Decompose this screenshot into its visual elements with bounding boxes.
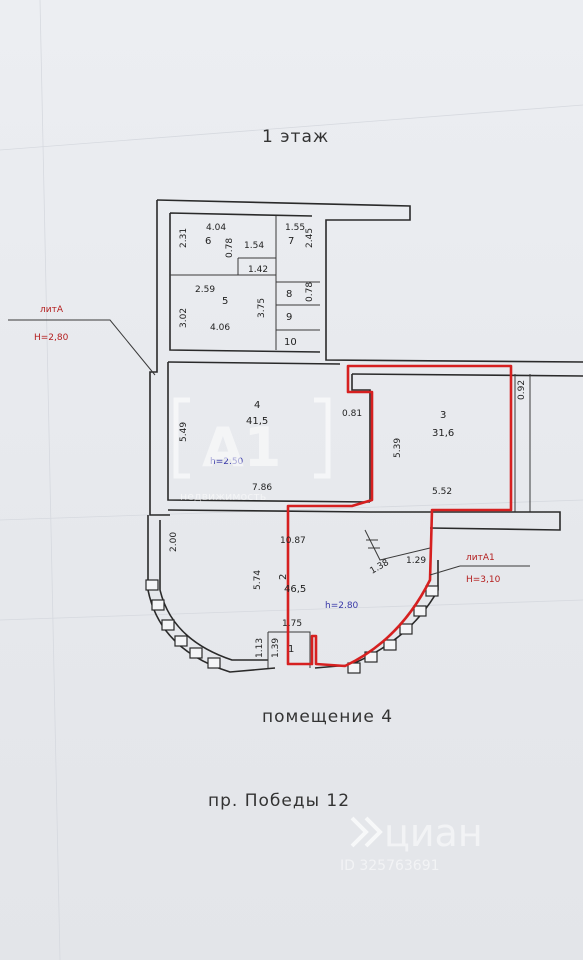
room-2-height: h=2.80 (325, 601, 359, 611)
dim-2-00: 2.00 (169, 532, 179, 552)
room-10-number: 10 (284, 337, 297, 348)
dim-1-29: 1.29 (406, 556, 426, 566)
dim-5-52: 5.52 (432, 487, 452, 497)
lit-a1-leader (429, 565, 530, 576)
dim-1-54: 1.54 (244, 241, 264, 251)
dim-5-39: 5.39 (393, 438, 403, 458)
a1-watermark-subtitle: недвижимость (180, 490, 266, 503)
room-labels: 6 7 5 8 9 10 4 41,5 h=2.50 3 31,6 2 46,5… (205, 236, 454, 655)
dim-7-86: 7.86 (252, 483, 272, 493)
room-4-area: 41,5 (246, 416, 268, 427)
cian-watermark: циан ID 325763691 (340, 811, 483, 874)
room-3-area: 31,6 (432, 428, 454, 439)
room-9-number: 9 (286, 312, 292, 323)
lit-a-height: H=2,80 (34, 333, 69, 343)
dim-10-87: 10.87 (280, 536, 306, 546)
address-caption: пр. Победы 12 (208, 791, 350, 811)
dim-4-06: 4.06 (210, 323, 230, 333)
room-7-number: 7 (288, 236, 294, 247)
dim-2-31: 2.31 (179, 228, 189, 248)
walls-lit-a1 (145, 515, 439, 674)
cian-logo-icon (350, 816, 383, 848)
dim-2-45: 2.45 (305, 228, 315, 248)
cian-watermark-logo: циан (384, 811, 483, 855)
dim-3-02: 3.02 (179, 308, 189, 328)
dim-1-42: 1.42 (248, 265, 268, 275)
dim-1-39: 1.39 (271, 638, 281, 658)
dim-0-81: 0.81 (342, 409, 362, 419)
dim-1-75: 1.75 (282, 619, 302, 629)
lit-a-leader (8, 319, 156, 376)
dim-3-75: 3.75 (257, 298, 267, 318)
room-1-number: 1 (288, 644, 294, 655)
floor-title: 1 этаж (262, 127, 329, 147)
lit-a-label: литА (40, 305, 64, 315)
premises-caption: помещение 4 (262, 707, 393, 727)
room-2-number: 2 (278, 574, 289, 580)
room-4-number: 4 (254, 400, 260, 411)
walls-lit-a (149, 199, 583, 531)
room-2-area: 46,5 (284, 584, 306, 595)
room-3-number: 3 (440, 410, 446, 421)
lit-a1-label: литА1 (466, 553, 495, 563)
a1-watermark: A1 недвижимость (173, 397, 331, 503)
dim-5-49: 5.49 (179, 422, 189, 442)
room-6-number: 6 (205, 236, 211, 247)
room-8-number: 8 (286, 289, 292, 300)
dimension-labels: 4.04 2.31 0.78 1.54 1.55 2.45 1.42 2.59 … (169, 223, 527, 658)
dim-4-04: 4.04 (206, 223, 226, 233)
a1-watermark-logo: A1 (202, 416, 281, 479)
room-4-height: h=2.50 (210, 457, 244, 467)
dim-1-38: 1.38 (369, 558, 392, 577)
dim-1-55: 1.55 (285, 223, 305, 233)
lit-a1-height: H=3,10 (466, 575, 501, 585)
dim-5-74: 5.74 (253, 570, 263, 590)
dim-0-92: 0.92 (517, 380, 527, 400)
dim-1-13: 1.13 (255, 638, 265, 658)
dim-2-59: 2.59 (195, 285, 215, 295)
cian-watermark-id: ID 325763691 (340, 858, 440, 874)
dim-0-78-b: 0.78 (305, 282, 315, 302)
room-5-number: 5 (222, 296, 228, 307)
dim-0-78-a: 0.78 (225, 238, 235, 258)
premises-outline (286, 364, 513, 668)
